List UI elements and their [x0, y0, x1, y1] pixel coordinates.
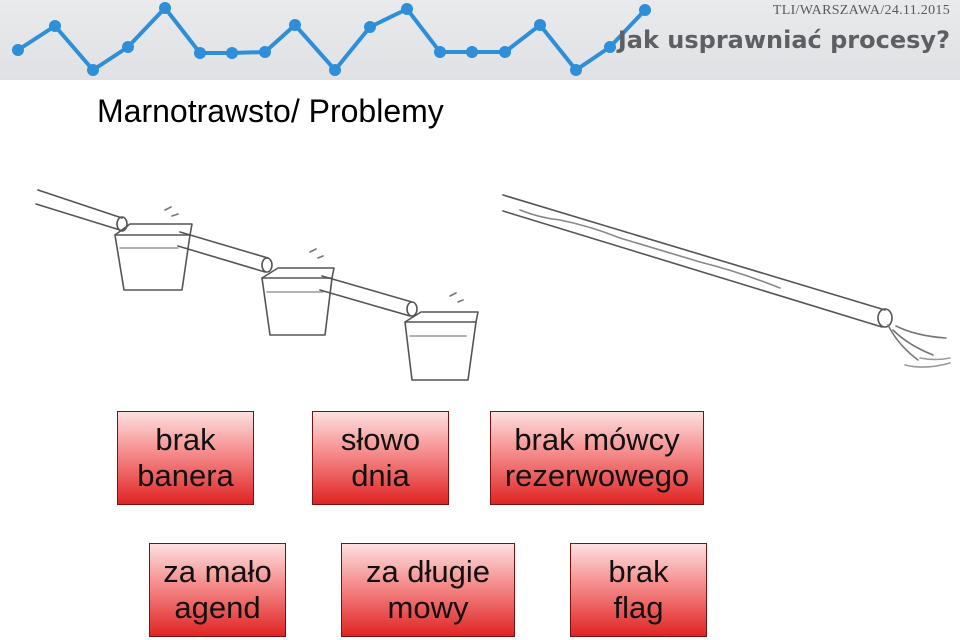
problem-box-too-few-agendas: za mało agend [149, 543, 286, 637]
header-band: TLI/WARSZAWA/24.11.2015 Jak usprawniać p… [0, 0, 960, 80]
problem-box-too-long-speeches: za długie mowy [341, 543, 515, 637]
problem-box-line: brak mówcy [514, 422, 680, 457]
problem-box-line: brak [155, 422, 216, 457]
pipe-spilling-water-sketch-icon [502, 194, 951, 368]
problem-box-line: banera [137, 458, 234, 493]
problem-box-line: rezerwowego [504, 458, 690, 493]
problem-box-line: agend [174, 590, 261, 625]
problem-box-no-banner: brak banera [117, 411, 254, 505]
leaky-pipe-with-buckets-sketch-icon [35, 189, 479, 381]
problem-box-line: mowy [387, 590, 469, 625]
problem-box-line: brak [608, 554, 669, 589]
line-chart-decoration-icon [12, 2, 651, 76]
problem-box-line: za mało [163, 554, 272, 589]
slide-title: Marnotrawsto/ Problemy [97, 93, 444, 129]
problem-box-word-of-day: słowo dnia [312, 411, 449, 505]
problem-box-no-flags: brak flag [570, 543, 707, 637]
slogan: Jak usprawniać procesy? [617, 26, 950, 54]
problem-box-line: za długie [365, 554, 491, 589]
problem-box-line: dnia [351, 458, 410, 493]
problem-box-no-backup-speaker: brak mówcy rezerwowego [490, 411, 704, 505]
pipe-illustration [35, 189, 951, 381]
problem-box-line: słowo [340, 422, 421, 457]
problem-box-line: flag [613, 590, 664, 625]
event-tag: TLI/WARSZAWA/24.11.2015 [772, 3, 950, 18]
